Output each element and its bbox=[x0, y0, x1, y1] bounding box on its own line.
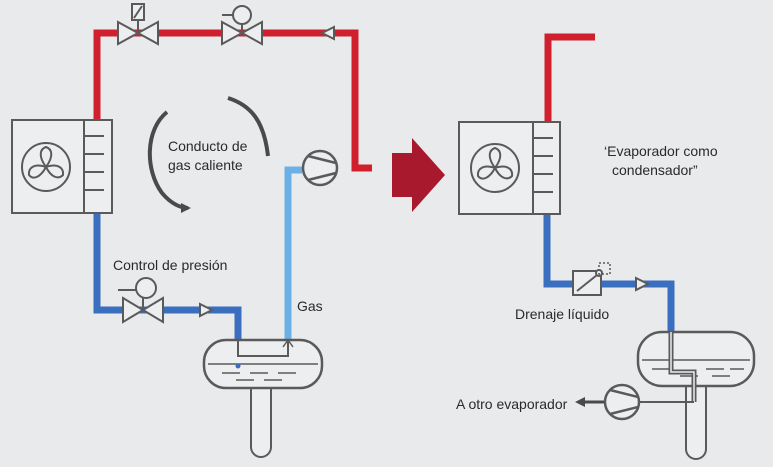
gas-pipe bbox=[284, 166, 302, 340]
separator-vessel bbox=[636, 330, 756, 460]
solenoid-valve-icon bbox=[117, 3, 159, 46]
liquid-drain-label: Drenaje líquido bbox=[515, 306, 609, 322]
liquid-drain-valve-icon bbox=[572, 262, 611, 296]
hot-gas-duct-label-line1: Conducto de bbox=[168, 138, 248, 154]
evap-as-cond-label-line2: condensador” bbox=[612, 162, 698, 178]
transition-arrow-icon bbox=[392, 138, 445, 212]
pressure-control-valve-icon bbox=[118, 277, 164, 324]
hot-gas-circulation-arrow bbox=[147, 110, 191, 213]
liquid-pipe bbox=[543, 214, 675, 332]
flow-arrow-icon bbox=[635, 276, 651, 292]
fan-icon bbox=[21, 142, 71, 192]
hot-gas-pipe bbox=[93, 29, 372, 172]
liquid-pipe bbox=[93, 213, 242, 340]
flow-arrow-icon bbox=[319, 25, 335, 41]
pressure-control-label: Control de presión bbox=[113, 257, 227, 273]
pressure-valve-icon bbox=[221, 5, 263, 46]
evaporator-unit bbox=[11, 119, 113, 214]
fan-icon bbox=[470, 143, 520, 193]
pump-icon bbox=[603, 383, 641, 421]
hot-gas-duct-label-line2: gas caliente bbox=[168, 157, 243, 173]
evap-as-cond-label-line1: ‘Evaporador como bbox=[604, 143, 718, 159]
gas-label: Gas bbox=[297, 298, 323, 314]
compressor-icon bbox=[301, 149, 339, 187]
separator-vessel bbox=[202, 338, 324, 458]
flow-arrow-icon bbox=[199, 302, 215, 318]
evaporator-unit bbox=[458, 121, 561, 215]
hot-gas-pipe bbox=[544, 33, 595, 122]
to-other-evaporator-label: A otro evaporador bbox=[456, 396, 568, 412]
hot-gas-circulation-arc bbox=[227, 96, 270, 157]
